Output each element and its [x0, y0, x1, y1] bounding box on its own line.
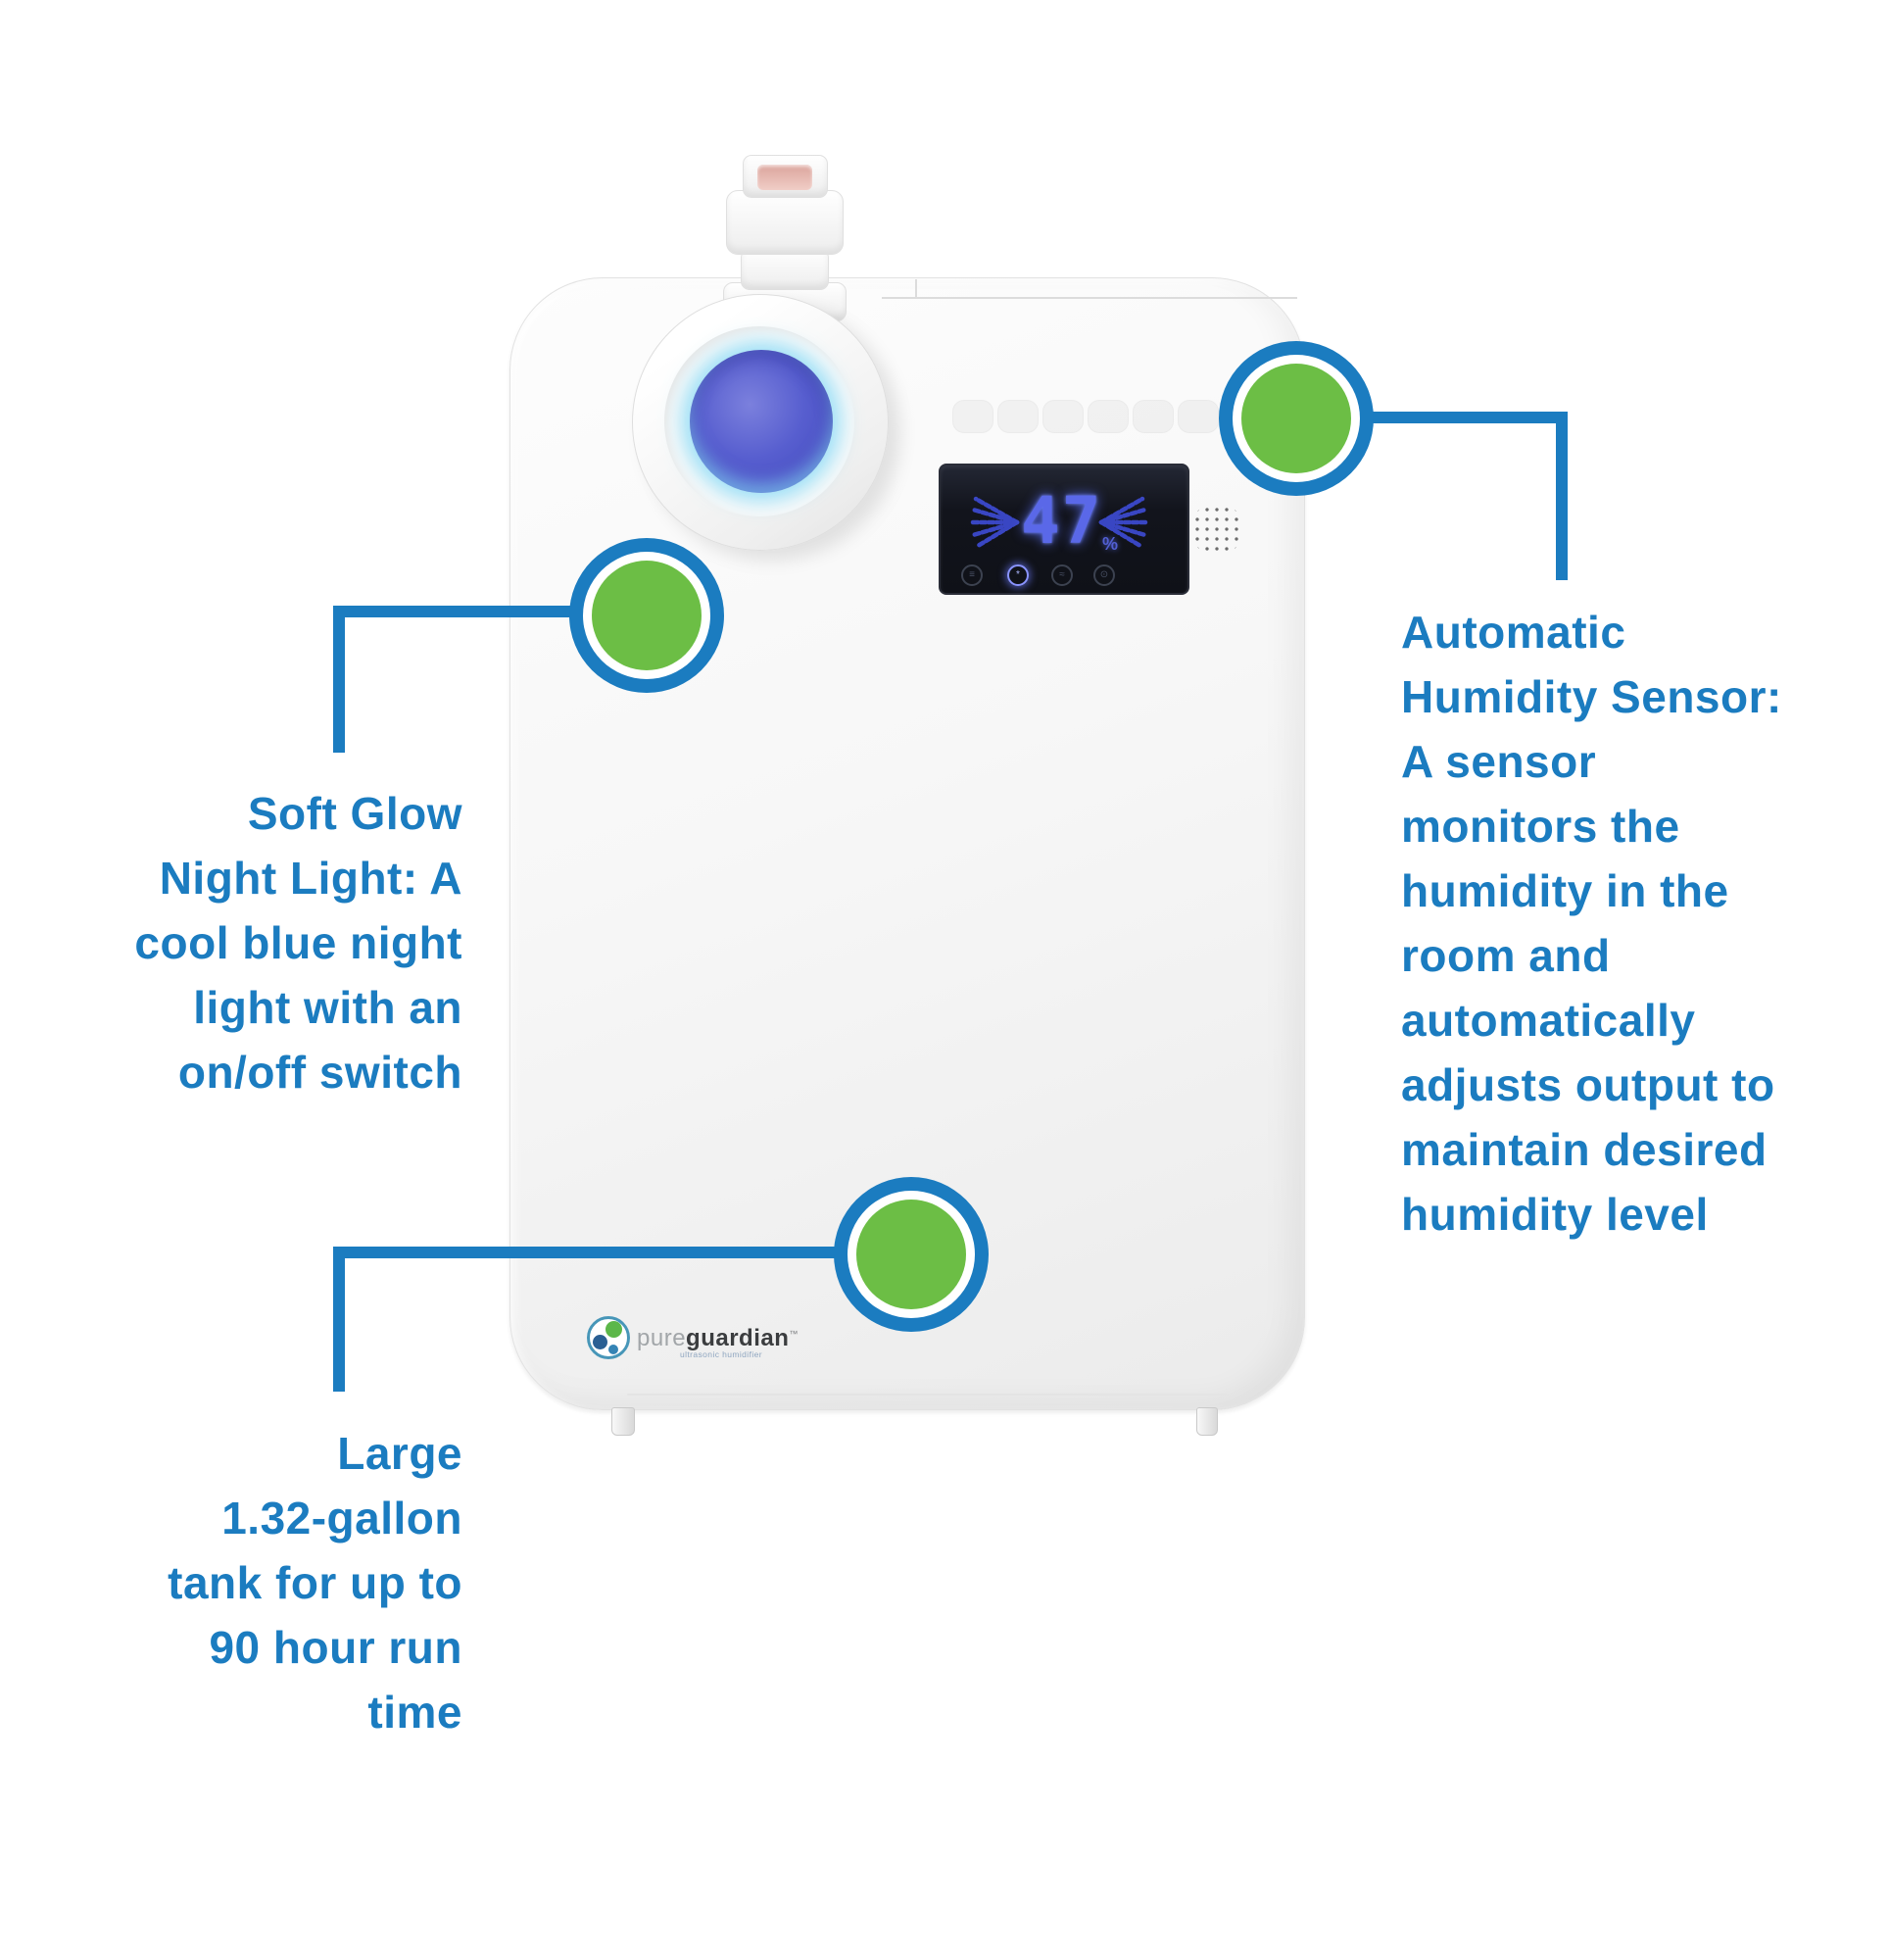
callout-line: humidity in the: [1401, 865, 1729, 916]
mist-nozzle-collar: [726, 190, 844, 255]
callout-night-light: Soft Glow Night Light: A cool blue night…: [39, 781, 462, 1104]
callout-tank: Large 1.32-gallon tank for up to 90 hour…: [39, 1421, 462, 1744]
callout-line: monitors the: [1401, 801, 1680, 852]
brand-pure: pure: [637, 1325, 687, 1351]
face-button-blur: [952, 400, 993, 433]
callout-line: maintain desired: [1401, 1124, 1768, 1175]
humidity-mode-button-icon: ≈: [1051, 564, 1073, 586]
humidity-sensor-marker: [1241, 364, 1351, 473]
callout-line: Humidity Sensor:: [1401, 671, 1782, 722]
logo-navy-dot-icon: [593, 1335, 607, 1349]
callout-line: 90 hour run: [209, 1622, 462, 1673]
mist-nozzle-cap-inner: [757, 165, 812, 190]
brand-trademark: ™: [789, 1329, 799, 1339]
night-light-connector-vertical: [333, 606, 345, 753]
mist-nozzle-neck: [741, 249, 829, 290]
face-button-blur: [1178, 400, 1219, 433]
callout-line: humidity level: [1401, 1189, 1709, 1240]
humidity-sensor-connector-vertical: [1556, 412, 1568, 580]
humidity-unit: %: [1102, 534, 1119, 554]
tank-connector-horizontal: [333, 1247, 913, 1258]
callout-line: Large: [337, 1428, 462, 1479]
callout-line: adjusts output to: [1401, 1059, 1775, 1110]
face-button-blur: [997, 400, 1039, 433]
night-light-connector-horizontal: [333, 606, 649, 617]
brand-guardian: guardian: [686, 1325, 790, 1351]
humidity-value: 47: [1021, 483, 1103, 559]
tank-marker: [856, 1200, 966, 1309]
humidity-sensor-grille: [1190, 503, 1243, 556]
timer-button-icon: ⊙: [1093, 564, 1115, 586]
logo-small-dot-icon: [608, 1345, 618, 1354]
callout-line: automatically: [1401, 995, 1696, 1046]
brand-name: pureguardian™: [637, 1325, 799, 1352]
callout-line: 1.32-gallon: [221, 1493, 462, 1544]
callout-line: on/off switch: [177, 1047, 462, 1098]
logo-green-dot-icon: [605, 1321, 622, 1338]
callout-humidity-sensor: Automatic Humidity Sensor: A sensor moni…: [1401, 600, 1881, 1247]
left-foot: [611, 1407, 635, 1436]
callout-line: tank for up to: [168, 1557, 462, 1608]
callout-line: light with an: [193, 982, 462, 1033]
face-button-blur: [1088, 400, 1129, 433]
top-panel-seam: [882, 297, 1297, 299]
callout-line: room and: [1401, 930, 1611, 981]
humidity-display: 47 % ≡ * ≈ ⊙: [939, 464, 1189, 595]
night-light-marker: [592, 561, 702, 670]
face-button-blur: [1042, 400, 1084, 433]
callout-line: Automatic: [1401, 607, 1626, 658]
tank-connector-vertical: [333, 1247, 345, 1392]
mist-wing-icon-left: [970, 496, 1020, 549]
base-panel-seam: [627, 1394, 1227, 1396]
callout-line: Night Light: A: [159, 853, 462, 904]
face-button-blur: [1133, 400, 1174, 433]
callout-line: time: [367, 1687, 462, 1738]
callout-line: cool blue night: [134, 917, 462, 968]
callout-line: A sensor: [1401, 736, 1597, 787]
right-foot: [1196, 1407, 1218, 1436]
top-panel-notch: [915, 279, 917, 298]
brand-tagline: ultrasonic humidifier: [680, 1349, 762, 1359]
mist-button-icon: *: [1007, 564, 1029, 586]
humidity-sensor-connector-horizontal: [1296, 412, 1568, 423]
mist-wing-icon-right: [1098, 496, 1148, 549]
night-light-lens: [690, 350, 833, 493]
callout-line: Soft Glow: [247, 788, 462, 839]
power-button-icon: ≡: [961, 564, 983, 586]
